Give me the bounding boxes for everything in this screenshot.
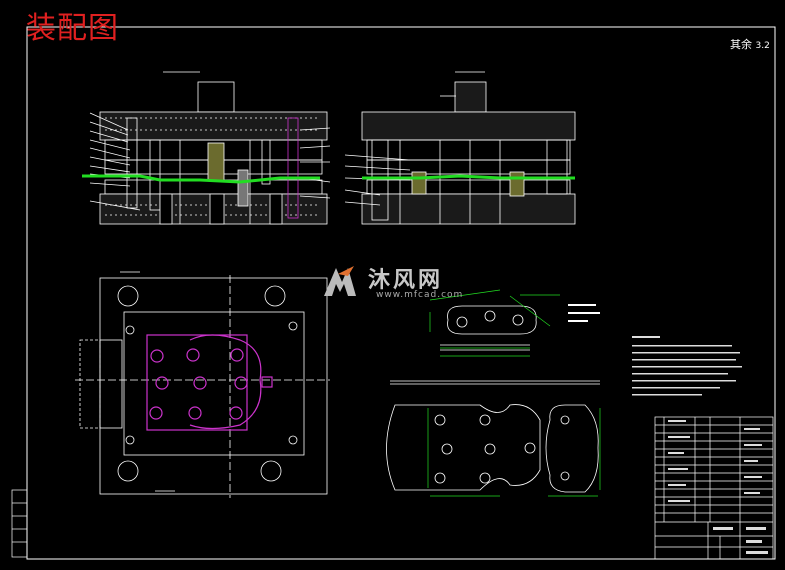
drawing-title: 装配图 xyxy=(26,11,119,46)
front-strip xyxy=(82,174,320,184)
technical-requirements xyxy=(632,336,742,396)
watermark-url: www.mfcad.com xyxy=(376,290,464,300)
side-strip xyxy=(362,174,575,180)
watermark-brand: 沐风网 xyxy=(368,268,444,293)
plan-strip-layout xyxy=(146,334,273,431)
material-notes xyxy=(568,304,600,322)
sheet-border xyxy=(26,26,776,560)
roughness-label: 其余 xyxy=(730,38,752,51)
side-section-view xyxy=(344,71,576,225)
strip-dimensions xyxy=(427,408,601,497)
watermark-logo-icon xyxy=(324,266,356,296)
front-section-view xyxy=(89,71,331,225)
surface-roughness-note: 其余 3.2 xyxy=(730,36,770,52)
roughness-value: 3.2 xyxy=(755,41,770,51)
left-margin-stamp xyxy=(11,489,28,558)
title-block-text xyxy=(668,420,768,554)
part-dimensions xyxy=(429,289,560,357)
title-block xyxy=(654,416,774,560)
plan-view xyxy=(75,271,330,498)
watermark: 沐风网 www.mfcad.com xyxy=(318,262,462,306)
part-drawing xyxy=(440,305,537,351)
strip-layout xyxy=(386,380,600,493)
